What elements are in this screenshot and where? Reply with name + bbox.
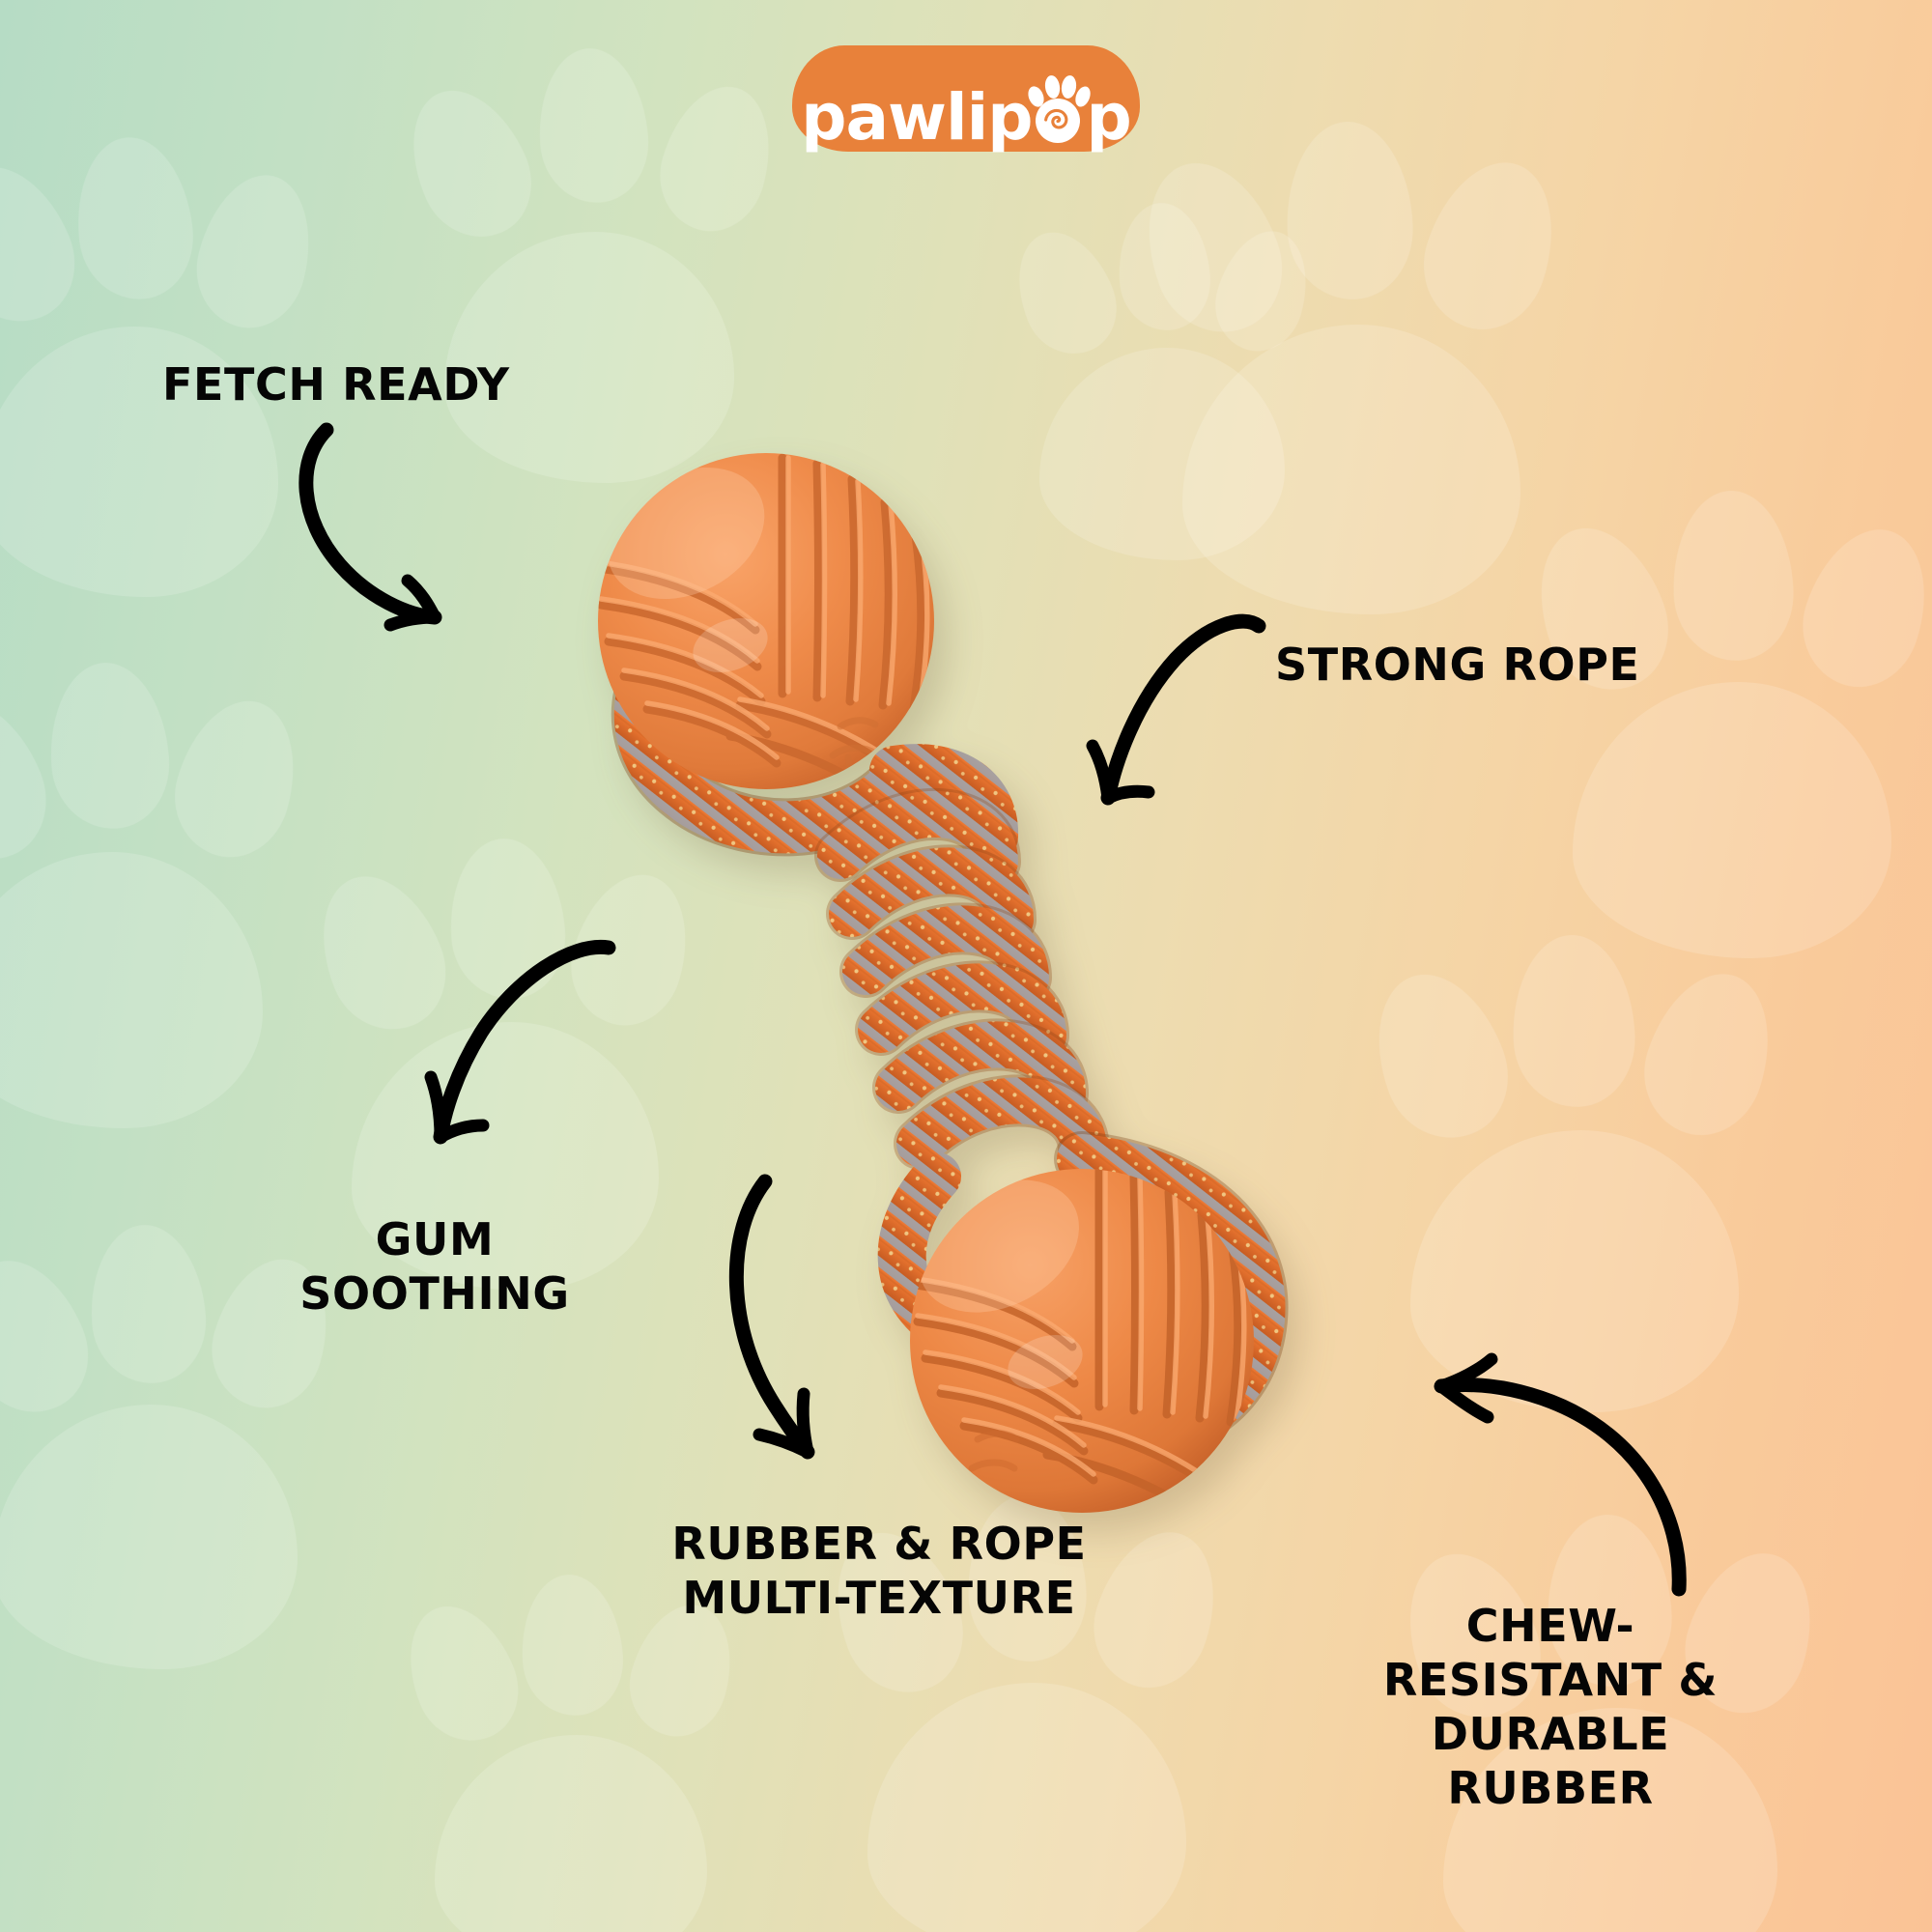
- rope-coil-middle: [814, 744, 1110, 1176]
- feature-label-fetch-ready: FETCH READY: [162, 358, 510, 411]
- arrow-fetch-ready-icon: [290, 411, 522, 642]
- paw-print-watermark: [1517, 488, 1932, 958]
- paw-print-watermark: [388, 44, 802, 483]
- paw-print-watermark: [1354, 932, 1806, 1412]
- paw-print-watermark: [1000, 199, 1343, 560]
- paw-spiral-icon: [1024, 72, 1094, 146]
- arrow-rubber-rope-icon: [715, 1164, 937, 1473]
- brand-logo[interactable]: pawlip p: [792, 45, 1140, 152]
- arrow-chew-resistant-icon: [1381, 1352, 1700, 1608]
- paw-print-watermark: [388, 1571, 773, 1932]
- feature-label-rubber-rope-multi-texture: RUBBER & ROPE MULTI-TEXTURE: [671, 1518, 1087, 1625]
- logo-text-p: p: [1086, 79, 1132, 155]
- logo-text-pawlip: pawlip: [801, 79, 1033, 155]
- product-image-rope-dumbbell-toy[interactable]: [541, 386, 1314, 1584]
- paw-print-watermark: [1123, 119, 1594, 618]
- arrow-gum-soothing-icon: [406, 932, 628, 1164]
- paw-print-watermark: [0, 658, 328, 1130]
- paw-print-watermark: [0, 131, 348, 609]
- feature-label-chew-resistant-durable-rubber: CHEW-RESISTANT & DURABLE RUBBER: [1382, 1600, 1719, 1815]
- paw-print-watermark: [813, 1492, 1256, 1932]
- feature-label-gum-soothing: GUM SOOTHING: [299, 1213, 570, 1321]
- feature-label-strong-rope: STRONG ROPE: [1275, 639, 1640, 691]
- paw-print-watermark: [298, 835, 724, 1294]
- rubber-ball-bottom: [910, 1169, 1254, 1513]
- paw-print-watermark: [1385, 1512, 1855, 1932]
- paw-print-watermark: [0, 1221, 367, 1671]
- arrow-strong-rope-icon: [1048, 609, 1280, 831]
